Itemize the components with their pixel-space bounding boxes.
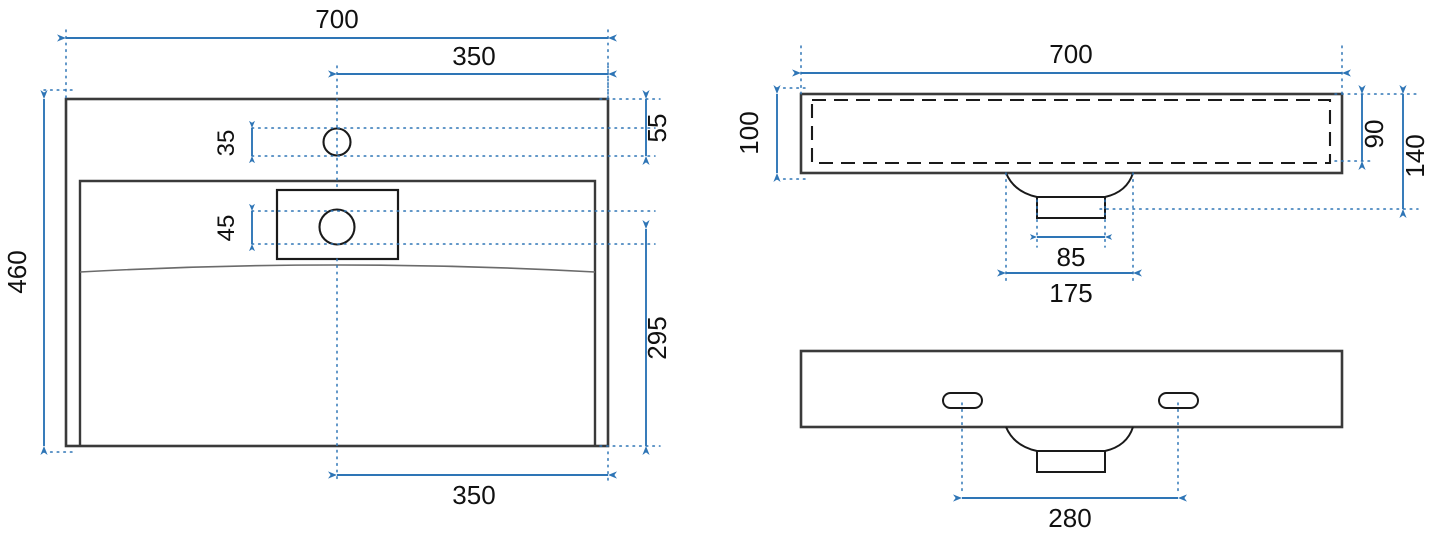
dimlabel-90: 90 [1359, 120, 1389, 149]
front-section-hidden-basin-outline [810, 98, 1332, 165]
dimlabel-45: 45 [213, 215, 240, 242]
bottom-view-geometry [799, 349, 1344, 473]
bottom-view-extension-lines [961, 402, 1179, 493]
dimlabel-350-bottom: 350 [452, 480, 495, 510]
dimlabel-700-top: 700 [315, 4, 358, 34]
front-section-trap-funnel [1005, 172, 1134, 198]
dimlabel-85: 85 [1057, 242, 1086, 272]
top-view-dimension-labels: 700 350 460 55 35 45 295 350 [2, 4, 672, 510]
bottom-view-trap-spigot [1036, 450, 1106, 473]
front-section-trap-spigot [1036, 196, 1106, 219]
dimlabel-140: 140 [1400, 134, 1430, 177]
dimlabel-280: 280 [1048, 503, 1091, 533]
dimlabel-350-top: 350 [452, 41, 495, 71]
top-view-tap-deck-rect [275, 188, 400, 261]
front-section-view-geometry [799, 92, 1344, 219]
dimlabel-700-front: 700 [1049, 39, 1092, 69]
dimlabel-460: 460 [2, 250, 32, 293]
front-section-dimension-labels: 700 100 90 140 85 175 [734, 39, 1430, 308]
top-view-lower-tap-hole [318, 208, 356, 246]
front-section-dimension-lines [773, 69, 1407, 277]
top-view-basin-rim [78, 179, 597, 446]
bottom-view-trap-funnel [1005, 426, 1134, 452]
dimlabel-35: 35 [213, 130, 240, 157]
dimlabel-295: 295 [642, 316, 672, 359]
top-view-dimension-lines [40, 34, 650, 479]
bottom-view-mounting-slot-right [1158, 392, 1199, 409]
top-view-upper-tap-hole [322, 127, 352, 157]
dimlabel-100: 100 [734, 111, 764, 154]
front-section-extension-lines [776, 45, 1419, 284]
bottom-view-body-outline [799, 349, 1344, 429]
dimlabel-175: 175 [1049, 278, 1092, 308]
bottom-view-mounting-slot-left [942, 392, 983, 409]
dimlabel-55: 55 [642, 114, 672, 143]
top-view-extension-lines [43, 29, 661, 483]
bottom-view-dimension-labels: 280 [1048, 503, 1091, 533]
front-section-body-outline [799, 92, 1344, 175]
